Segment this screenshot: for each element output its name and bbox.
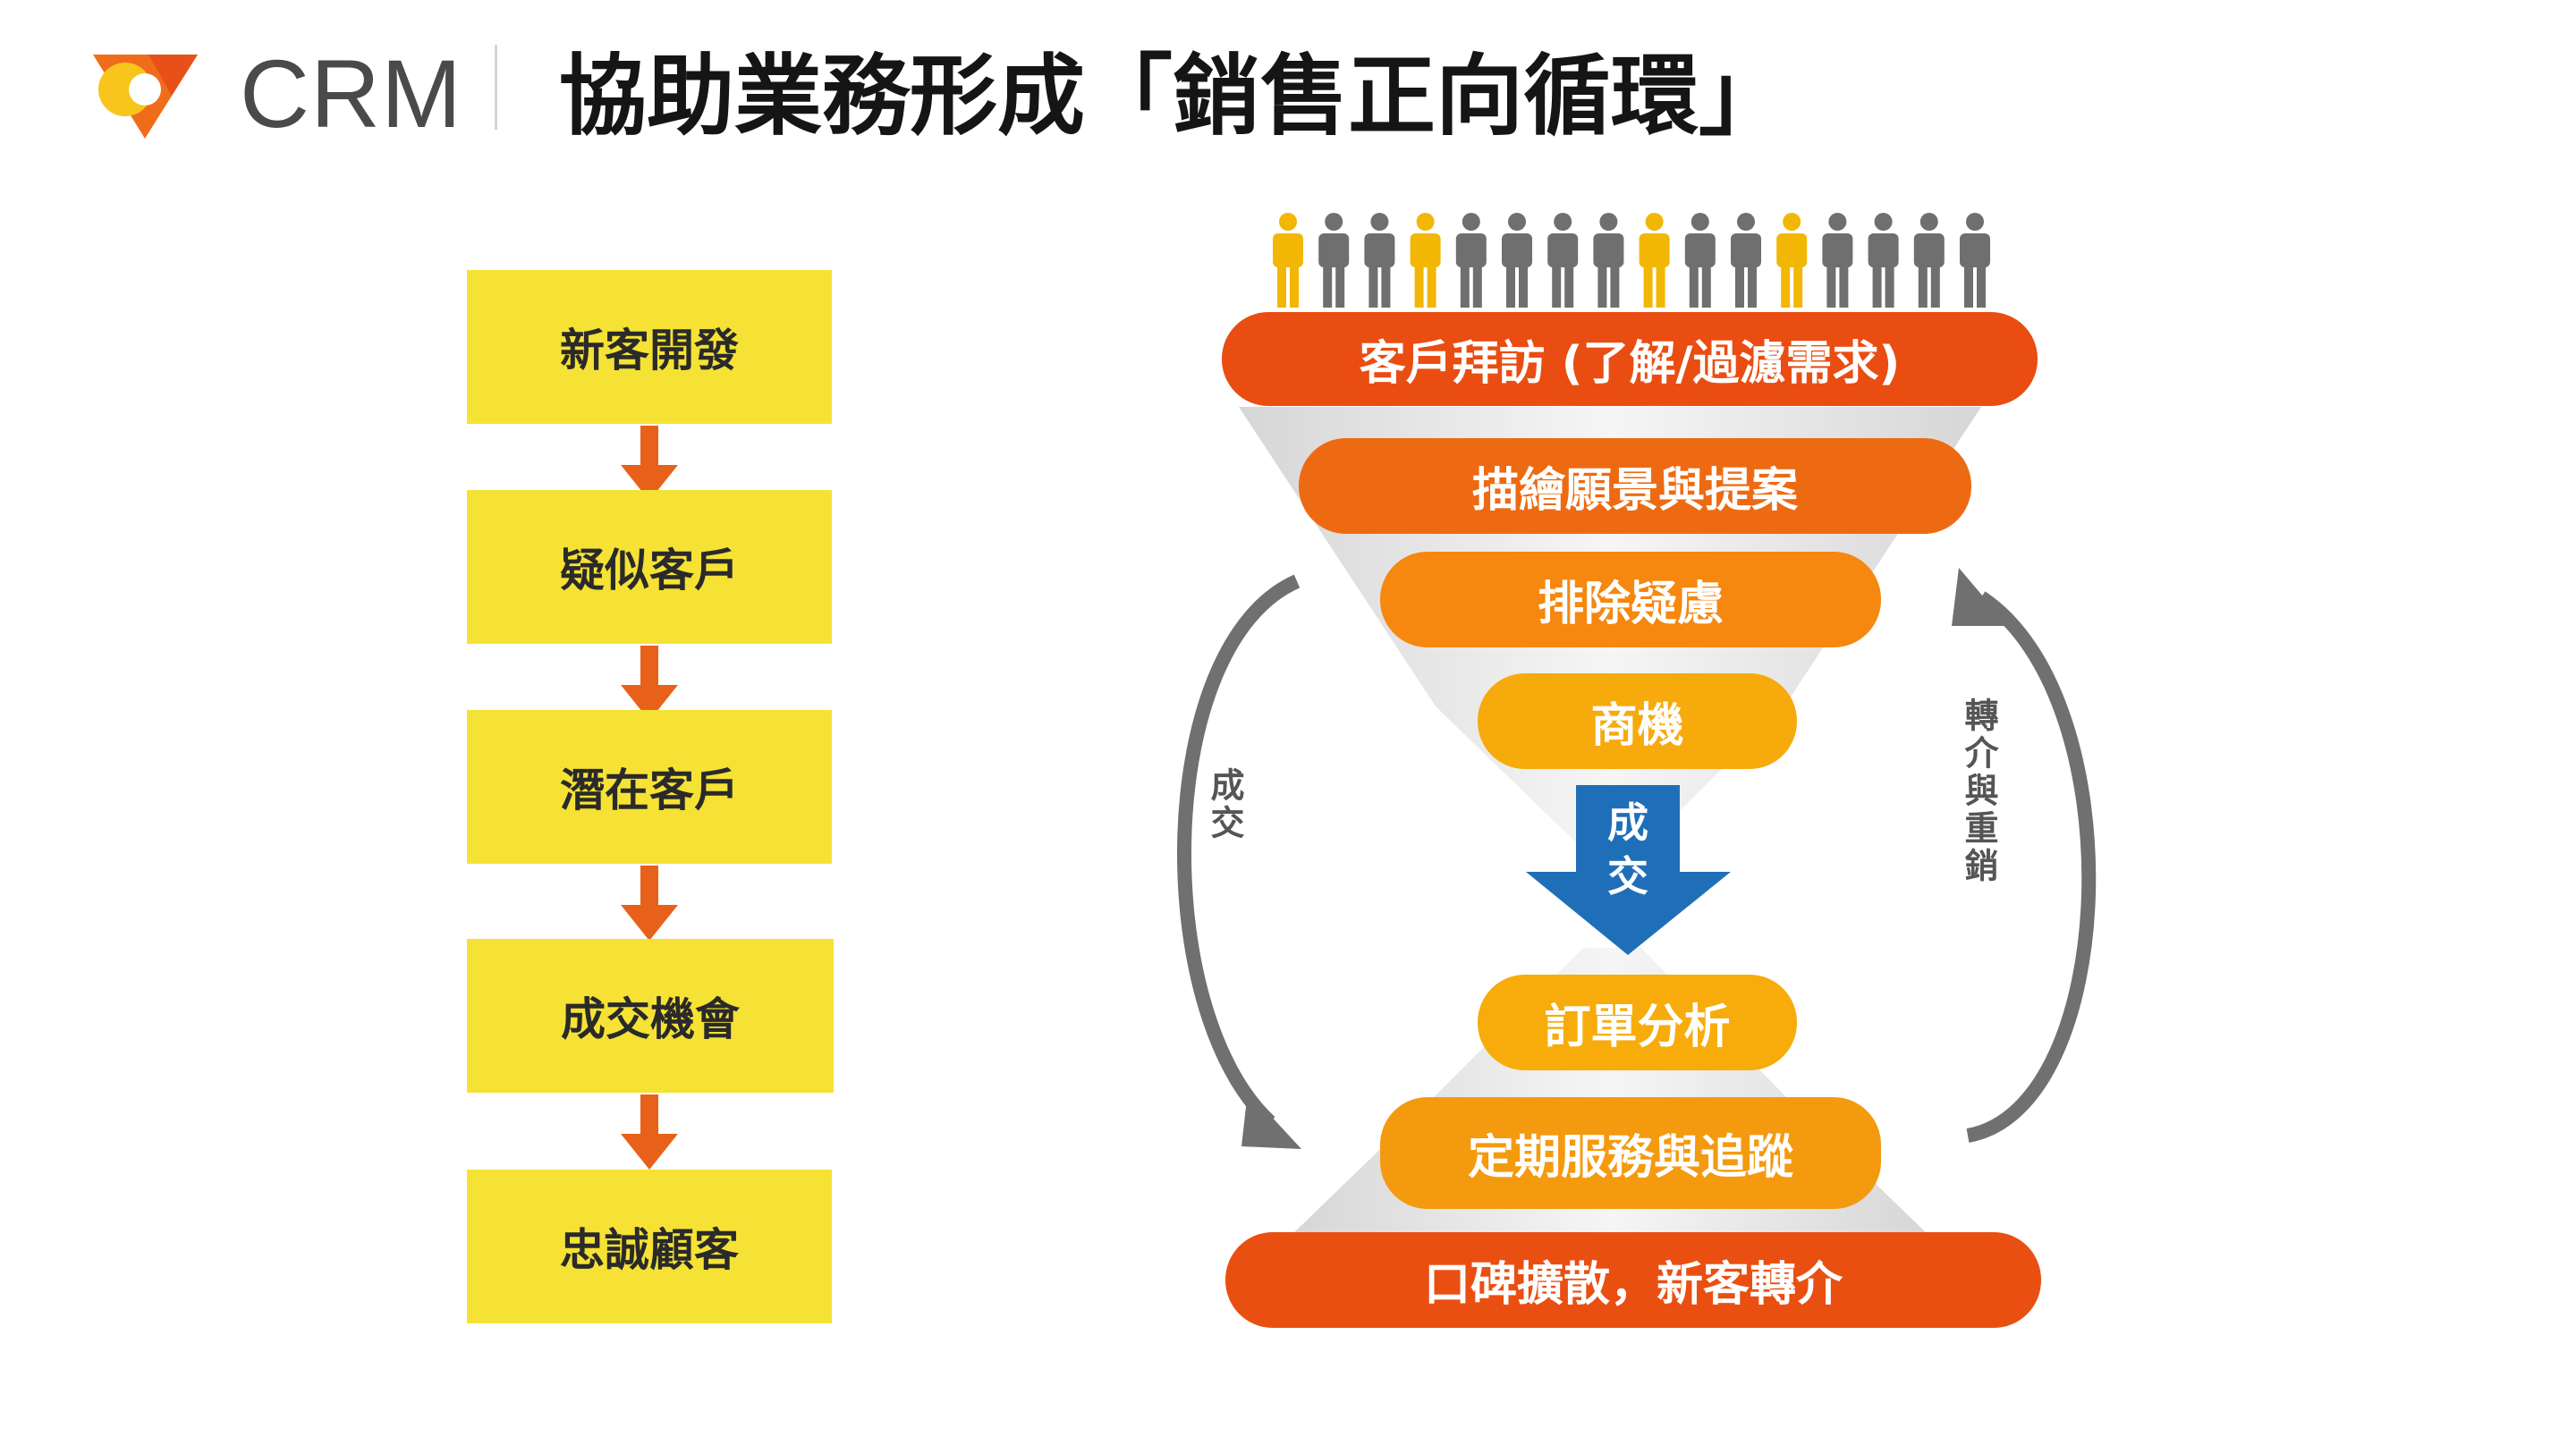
brand-name: CRM (240, 39, 462, 148)
person-icon (1593, 213, 1624, 308)
person-icon (1868, 213, 1899, 308)
person-icon (1684, 213, 1716, 308)
left-loop-arrow (1177, 574, 1301, 1128)
flow-down-arrow-icon (621, 866, 678, 941)
person-icon (1731, 213, 1761, 308)
person-icon (1776, 213, 1808, 308)
stage-order-analysis: 訂單分析 (1478, 975, 1797, 1070)
flow-step-new-customer: 新客開發 (467, 270, 832, 424)
left-loop-label: 成交 (1205, 767, 1244, 842)
stage-remove-doubts: 排除疑慮 (1380, 552, 1881, 647)
flow-step-loyal-customer: 忠誠顧客 (467, 1170, 832, 1323)
person-icon (1455, 213, 1487, 308)
flow-step-opportunity: 成交機會 (467, 939, 834, 1093)
person-icon (1318, 213, 1350, 308)
person-icon (1639, 213, 1670, 308)
right-loop-label: 轉介與重銷 (1959, 697, 1998, 885)
people-row (1273, 213, 1990, 308)
person-icon (1822, 213, 1853, 308)
person-icon (1913, 213, 1945, 308)
stage-opportunity: 商機 (1478, 673, 1797, 769)
stage-regular-service: 定期服務與追蹤 (1380, 1097, 1881, 1209)
person-icon (1410, 213, 1441, 308)
header: CRM 協助業務形成「銷售正向循環」 (0, 0, 2576, 179)
person-icon (1502, 213, 1532, 308)
person-icon (1273, 213, 1303, 308)
flow-step-suspect: 疑似客戶 (467, 490, 832, 644)
page-title: 協助業務形成「銷售正向循環」 (559, 46, 1787, 148)
person-icon (1960, 213, 1990, 308)
center-close-arrow-icon (1526, 785, 1731, 955)
right-loop-arrowhead-icon (1952, 568, 2008, 626)
person-icon (1364, 213, 1395, 308)
stage-customer-visit: 客戶拜訪 (了解/過濾需求) (1222, 312, 2038, 406)
crm-logo-icon (93, 55, 198, 139)
right-loop-arrow (1966, 591, 2097, 1143)
stage-word-of-mouth: 口碑擴散，新客轉介 (1225, 1232, 2041, 1328)
header-divider (495, 45, 497, 130)
center-arrow-label: 成交 (1607, 799, 1648, 900)
flow-down-arrow-icon (621, 646, 678, 721)
person-icon (1547, 213, 1579, 308)
flow-down-arrow-icon (621, 426, 678, 501)
flow-down-arrow-icon (621, 1094, 678, 1170)
stage-vision-proposal: 描繪願景與提案 (1299, 438, 1971, 534)
left-loop-arrowhead-icon (1241, 1091, 1301, 1149)
flow-step-prospect: 潛在客戶 (467, 710, 832, 864)
